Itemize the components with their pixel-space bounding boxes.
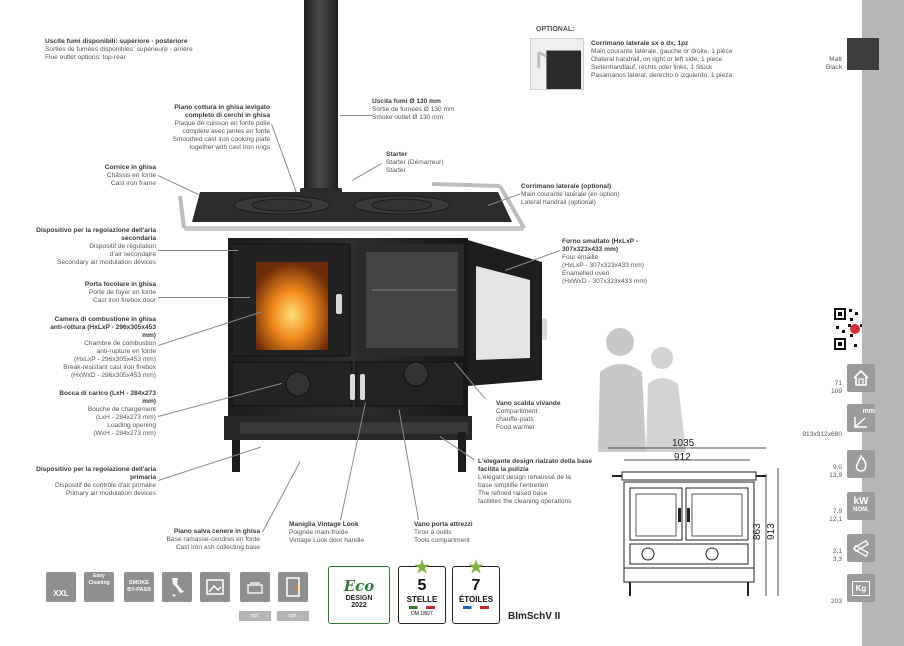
color-label-2: Black [825,64,842,71]
color-swatch [847,38,879,70]
kg-unit-label: Kg [851,580,871,596]
label-smoke-outlet: Uscita fumi Ø 130 mm Sortie de fumées Ø … [372,98,455,121]
label-firebox-door: Porta focolare in ghisa Porte de foyer e… [84,281,156,304]
label-lateral-handrail: Corrimano laterale (optional) Main coura… [521,183,620,206]
weight-kg-icon: Kg [847,574,875,602]
bimschv-label: BImSchV II [508,611,561,622]
label-combustion-chamber: Camera di combustione in ghisa anti-rott… [50,316,156,379]
kw-nominal-min: 7,9 [832,508,842,515]
fuel-consumption-min: 2,1 [832,548,842,555]
smoke-bypass-icon: SMOKE BY-PASS [124,572,154,602]
xxl-label: XXL [53,588,69,598]
eco-design-badge: Eco DESIGN 2022 [328,566,390,624]
label-food-warmer: Vano scalda vivande Compartiment chauffe… [496,400,561,431]
eco-year-text: 2022 [351,602,367,609]
label-raised-base: L'elegante design rialzato della base fa… [478,458,593,505]
weight-value: 203 [830,598,842,605]
label-ash-base: Piano salva cenere in ghisa Base ramasse… [166,528,260,551]
easy-cleaning-label: Easy Cleaning [88,573,110,586]
france-flag [463,606,489,609]
eco-design-text: DESIGN [345,595,373,602]
stelle-decree: DM 186/7 [411,611,433,617]
leader-door [158,297,250,298]
italy-flag [409,606,435,609]
optional-title: OPTIONAL: [536,26,575,33]
air-system-icon [240,572,270,602]
etoiles-text: ÉTOILES [458,595,494,604]
kw-heat-max: 13,9 [829,472,842,479]
label-enamelled-oven: Forno smaltato (HxLxP - 307x323x433 mm) … [562,238,648,285]
label-flue-options: Uscite fumi disponibili: superiore - pos… [45,38,193,61]
handrail-optional-label: Corrimano laterale sx o dx, 1pz Main cou… [591,40,733,79]
mm-unit-label: mm [862,407,875,415]
five-stars-badge: 5 STELLE DM 186/7 [398,559,446,624]
label-vintage-handle: Maniglia Vintage Look Poignée main-froid… [289,521,365,544]
opt-tag-1: opt. [239,611,271,621]
fuel-consumption-max: 3,3 [832,556,842,563]
seven-stars-badge: 7 ÉTOILES [452,559,500,624]
gallery-icon [200,572,230,602]
people-silhouette [598,328,686,452]
label-tools-compartment: Vano porta attrezzi Tiroir à outils Tool… [414,521,473,544]
door-handle-icon [278,572,308,602]
stelle-number: 5 [417,577,427,594]
label-cooktop: Piano cottura in ghisa levigato completo… [172,104,271,151]
star-icon-7 [468,559,484,574]
dim-width-inner: 912 [674,452,691,463]
dimensions-value: 913x912x680 [802,431,842,438]
dimensions-icon: mm [847,404,875,432]
kw-nominal-max: 12,1 [829,516,842,523]
easy-cleaning-icon: Easy Cleaning [84,572,114,602]
fuel-consumption-icon [847,534,875,562]
kw-heat-min: 9,0 [832,464,842,471]
kw-heat-icon [847,450,875,478]
leader-smoke [340,115,372,116]
kw-unit-label: kW [853,496,869,507]
room-volume-max: 109 [830,388,842,395]
etoiles-number: 7 [471,577,481,594]
label-loading-opening: Bocca di carico (LxH - 284x273 mm) Bouch… [59,390,156,437]
label-starter: Starter Starter (Démarreur) Starter [386,151,444,174]
smoke-bypass-label: SMOKE BY-PASS [127,580,151,593]
label-secondary-air: Dispositivo per la regolazione dell'aria… [36,227,156,266]
xxl-icon: XXL [46,572,76,602]
room-volume-icon [847,364,875,392]
stove-illustration [178,182,547,472]
chimney-pipe [304,0,338,200]
opt-tag-2: opt. [277,611,309,621]
eco-brand-text: Eco [343,577,375,595]
star-icon-5 [414,559,430,574]
dim-height-outer: 913 [766,523,777,540]
handrail-thumbnail [530,38,584,90]
technical-drawing [608,447,779,596]
nom-unit-label: NOM. [853,507,869,513]
dim-width-outer: 1035 [672,438,695,449]
dim-height-inner: 863 [752,523,763,540]
leader-secondary [158,250,238,251]
stelle-text: STELLE [406,595,438,604]
label-frame: Cornice in ghisa Châssis en fonte Cast i… [104,164,156,187]
italy-map-icon [162,572,192,602]
kw-nominal-icon: kW NOM. [847,492,875,520]
label-primary-air: Dispositivo per la regolazione dell'aria… [36,466,156,497]
room-volume-min: 71 [834,380,842,387]
color-label-1: Matt [829,56,842,63]
